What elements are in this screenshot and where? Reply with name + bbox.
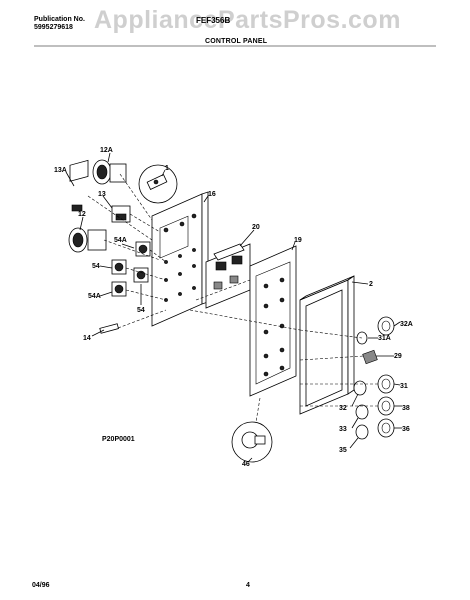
callout-36: 36: [402, 426, 410, 433]
knob-38: [377, 396, 395, 416]
footer-date: 04/96: [32, 582, 50, 589]
callout-54-upper: 54: [92, 263, 100, 270]
callout-54-lower: 54: [137, 307, 145, 314]
callout-54a-upper: 54A: [114, 237, 127, 244]
watermark: AppliancePartsPros.com: [94, 6, 401, 34]
callout-54a-lower: 54A: [88, 293, 101, 300]
callout-12a: 12A: [100, 147, 113, 154]
control-switch-13a: [69, 159, 89, 212]
infinite-switch-54a-lower: [111, 281, 127, 297]
indicator-lamp-14: [99, 323, 119, 334]
publication-label: Publication No.: [34, 16, 85, 23]
callout-33: 33: [339, 426, 347, 433]
knob-36: [377, 418, 395, 438]
callout-46: 46: [242, 461, 250, 468]
publication-block: Publication No. 5995279618: [34, 16, 85, 32]
control-panel-plate: [151, 191, 209, 327]
callout-29: 29: [394, 353, 402, 360]
footer-page-number: 4: [246, 582, 250, 589]
detail-bubble-1: [138, 164, 178, 204]
callout-14: 14: [83, 335, 91, 342]
callout-35: 35: [339, 447, 347, 454]
knob-35: [355, 424, 369, 440]
control-switch-12a: [92, 159, 127, 185]
overlay-panel: [249, 245, 297, 397]
callout-31: 31: [400, 383, 408, 390]
infinite-switch-54-lower: [133, 267, 149, 283]
callout-13: 13: [98, 191, 106, 198]
trim-frame: [299, 275, 355, 415]
callout-20: 20: [252, 224, 260, 231]
publication-number: 5995279618: [34, 24, 73, 31]
callout-2: 2: [369, 281, 373, 288]
callout-16: 16: [208, 191, 216, 198]
diagram-code: P20P0001: [102, 436, 135, 443]
model-number: FEF356B: [196, 16, 231, 25]
callout-32: 32: [339, 405, 347, 412]
knob-32a: [377, 316, 395, 336]
callout-38: 38: [402, 405, 410, 412]
circuit-board: [205, 243, 251, 309]
knob-33: [355, 404, 369, 420]
section-title: CONTROL PANEL: [205, 38, 268, 45]
callout-31a: 31A: [378, 335, 391, 342]
callout-1: 1: [165, 165, 169, 172]
infinite-switch-54-upper: [111, 259, 127, 275]
knob-32: [353, 380, 367, 396]
spring-29: [362, 349, 378, 365]
detail-bubble-46: [231, 421, 273, 463]
callout-13a: 13A: [54, 167, 67, 174]
control-switch-12: [68, 227, 107, 253]
callout-12: 12: [78, 211, 86, 218]
callout-19: 19: [294, 237, 302, 244]
knob-31: [377, 374, 395, 394]
callout-32a: 32A: [400, 321, 413, 328]
